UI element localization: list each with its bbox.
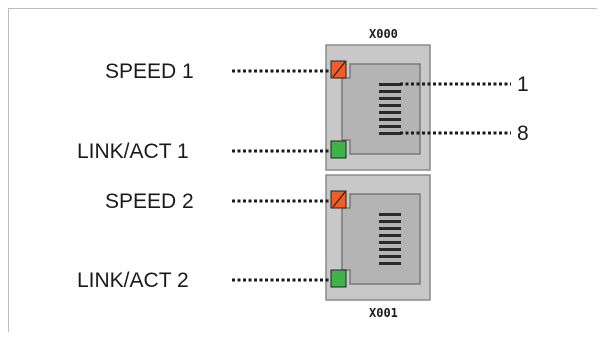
led-link-2 xyxy=(330,269,347,288)
label-link-act-2: LINK/ACT 2 xyxy=(77,269,189,292)
diagram-frame xyxy=(8,8,597,332)
port-opening-top xyxy=(341,63,421,155)
label-link-act-1: LINK/ACT 1 xyxy=(77,140,189,163)
leader-lines-left xyxy=(232,69,330,282)
led-link-1 xyxy=(330,140,347,159)
led-speed-2 xyxy=(330,190,347,209)
label-pin-1: 1 xyxy=(517,73,529,96)
label-speed-2: SPEED 2 xyxy=(105,190,194,213)
leader-lines-right xyxy=(400,82,511,135)
label-connector-x000: X000 xyxy=(369,27,398,41)
led-speed-1 xyxy=(330,60,347,79)
contact-pins-bottom xyxy=(379,213,401,265)
port-opening-bottom xyxy=(341,193,421,285)
contact-pins-top xyxy=(379,83,401,135)
label-connector-x001: X001 xyxy=(369,306,398,320)
label-speed-1: SPEED 1 xyxy=(105,60,194,83)
label-pin-8: 8 xyxy=(517,122,529,145)
